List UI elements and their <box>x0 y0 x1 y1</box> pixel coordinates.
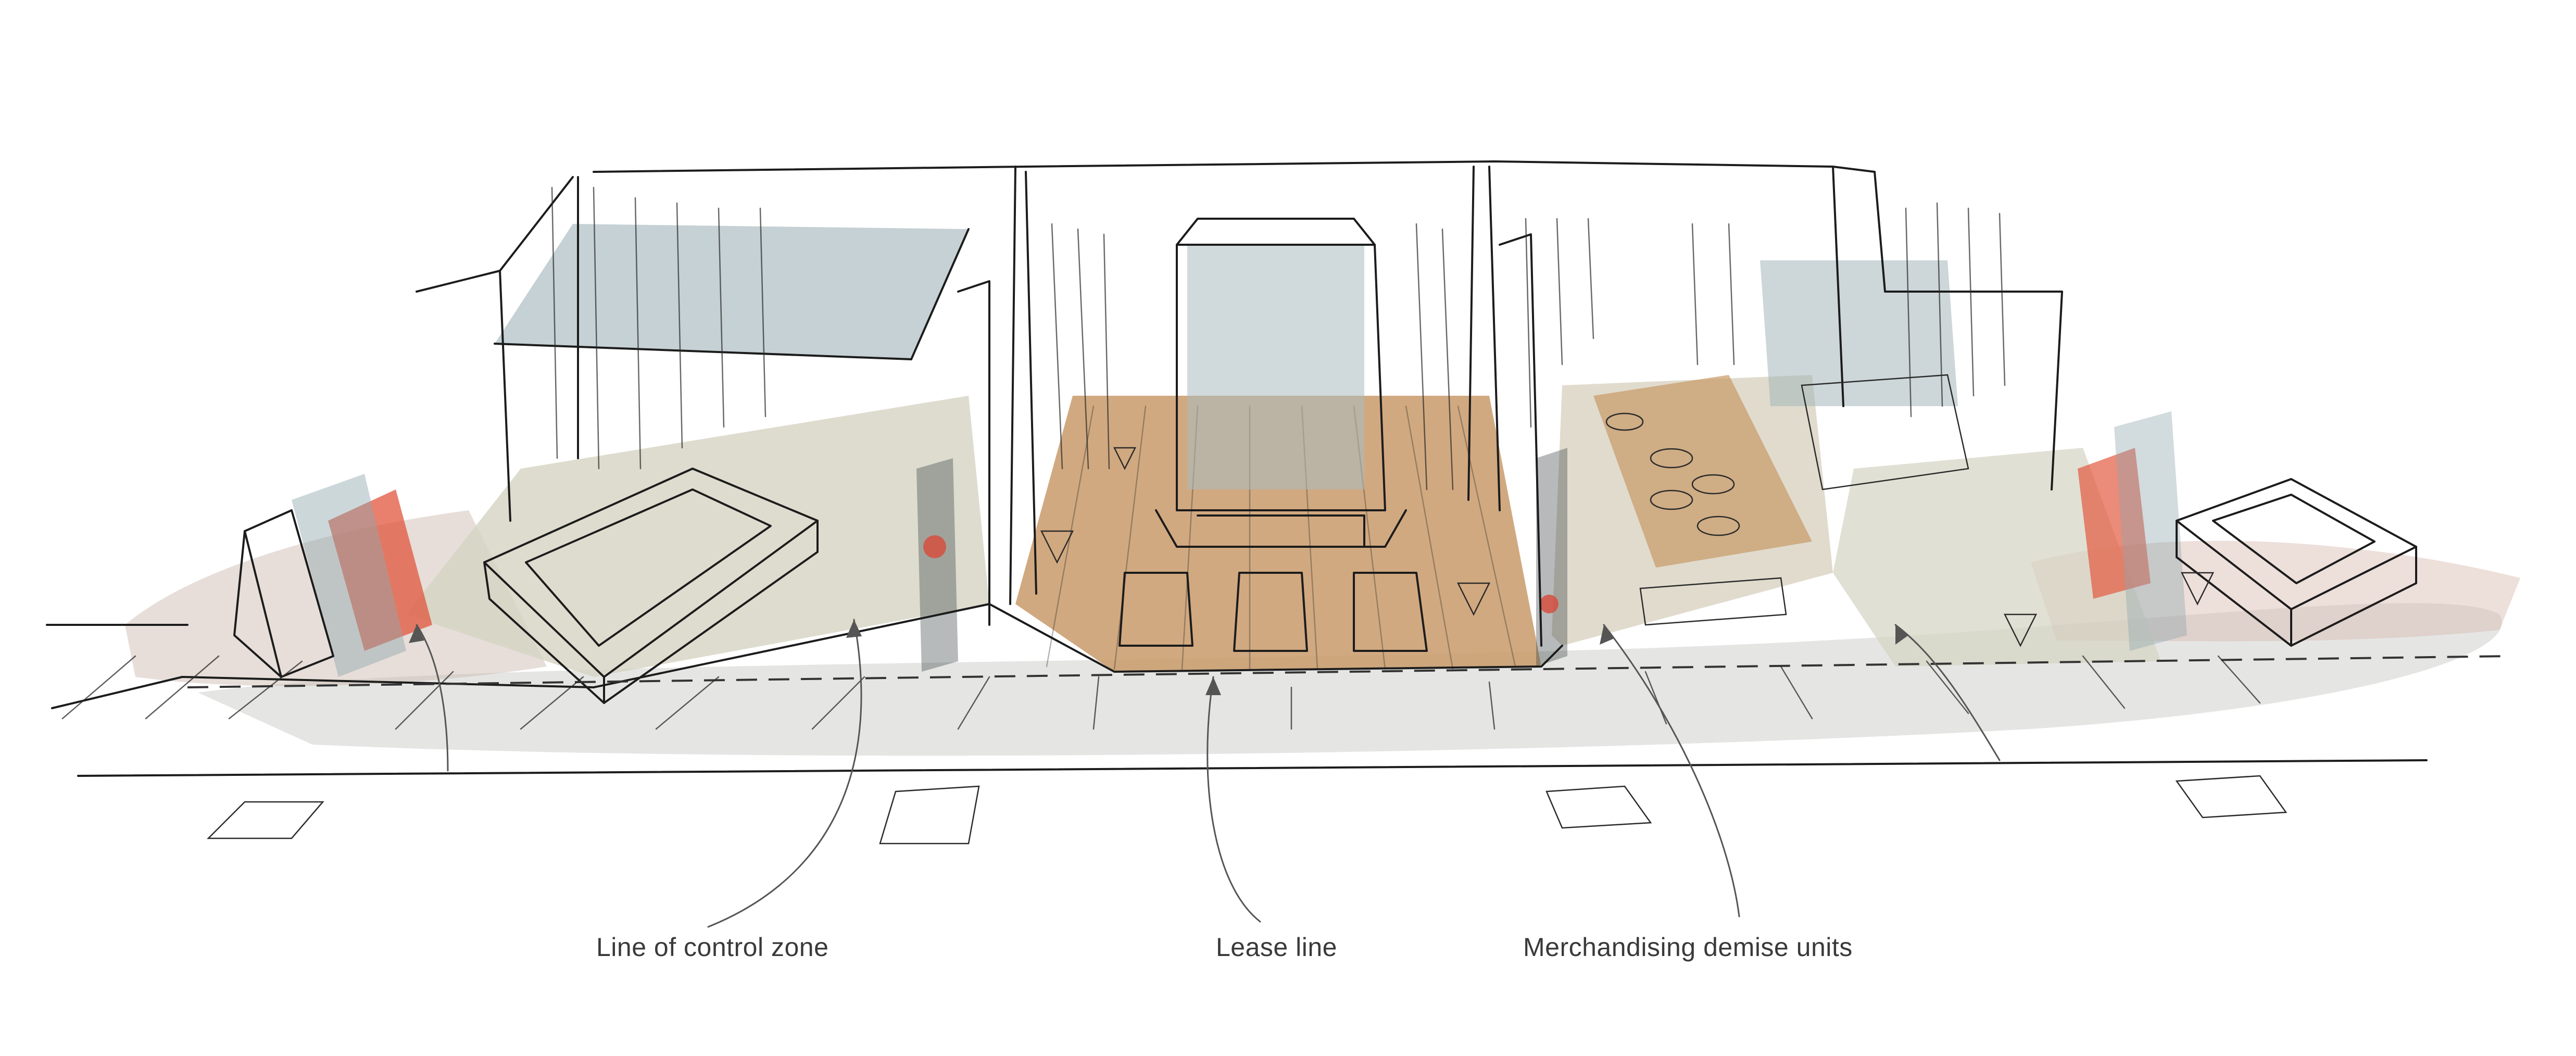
right-glazing <box>1760 260 1958 406</box>
right-door-badge <box>1540 595 1559 613</box>
left-counter-island <box>483 468 819 704</box>
left-glazing <box>495 224 969 359</box>
right-signage-panel <box>2114 411 2187 651</box>
centre-glazing <box>1187 245 1364 489</box>
pavement-joints <box>61 655 2261 730</box>
leader-arrowheads <box>409 620 1908 695</box>
centre-red-door-left <box>916 458 958 672</box>
callout-demise-units: Merchandising demise units <box>1523 933 1853 962</box>
people-figures <box>1040 447 2215 647</box>
callout-leaders <box>416 619 2001 928</box>
right-unit-rug <box>1593 375 1812 568</box>
centre-red-door-right <box>1536 448 1567 667</box>
building-outline <box>416 160 2063 647</box>
left-bench <box>233 509 334 678</box>
pavement-shadow-left <box>125 510 547 686</box>
callout-control-zone: Line of control zone <box>596 933 829 962</box>
storefront-hatching <box>551 186 2006 491</box>
timber-floor <box>1015 396 1541 672</box>
left-unit-floor <box>406 396 989 677</box>
right-red-panel <box>2078 448 2151 599</box>
right-planter <box>2176 478 2417 647</box>
right-unit-furniture <box>1605 374 1969 626</box>
centre-tables <box>1119 514 1428 652</box>
callout-lease-line: Lease line <box>1216 933 1337 962</box>
pavement-shadow-right <box>2031 540 2520 642</box>
left-door-badge <box>923 535 946 558</box>
left-signage-panel <box>292 474 406 677</box>
left-red-panel <box>328 489 432 651</box>
drain-covers <box>206 775 2288 845</box>
right-end-floor <box>1833 448 2161 667</box>
